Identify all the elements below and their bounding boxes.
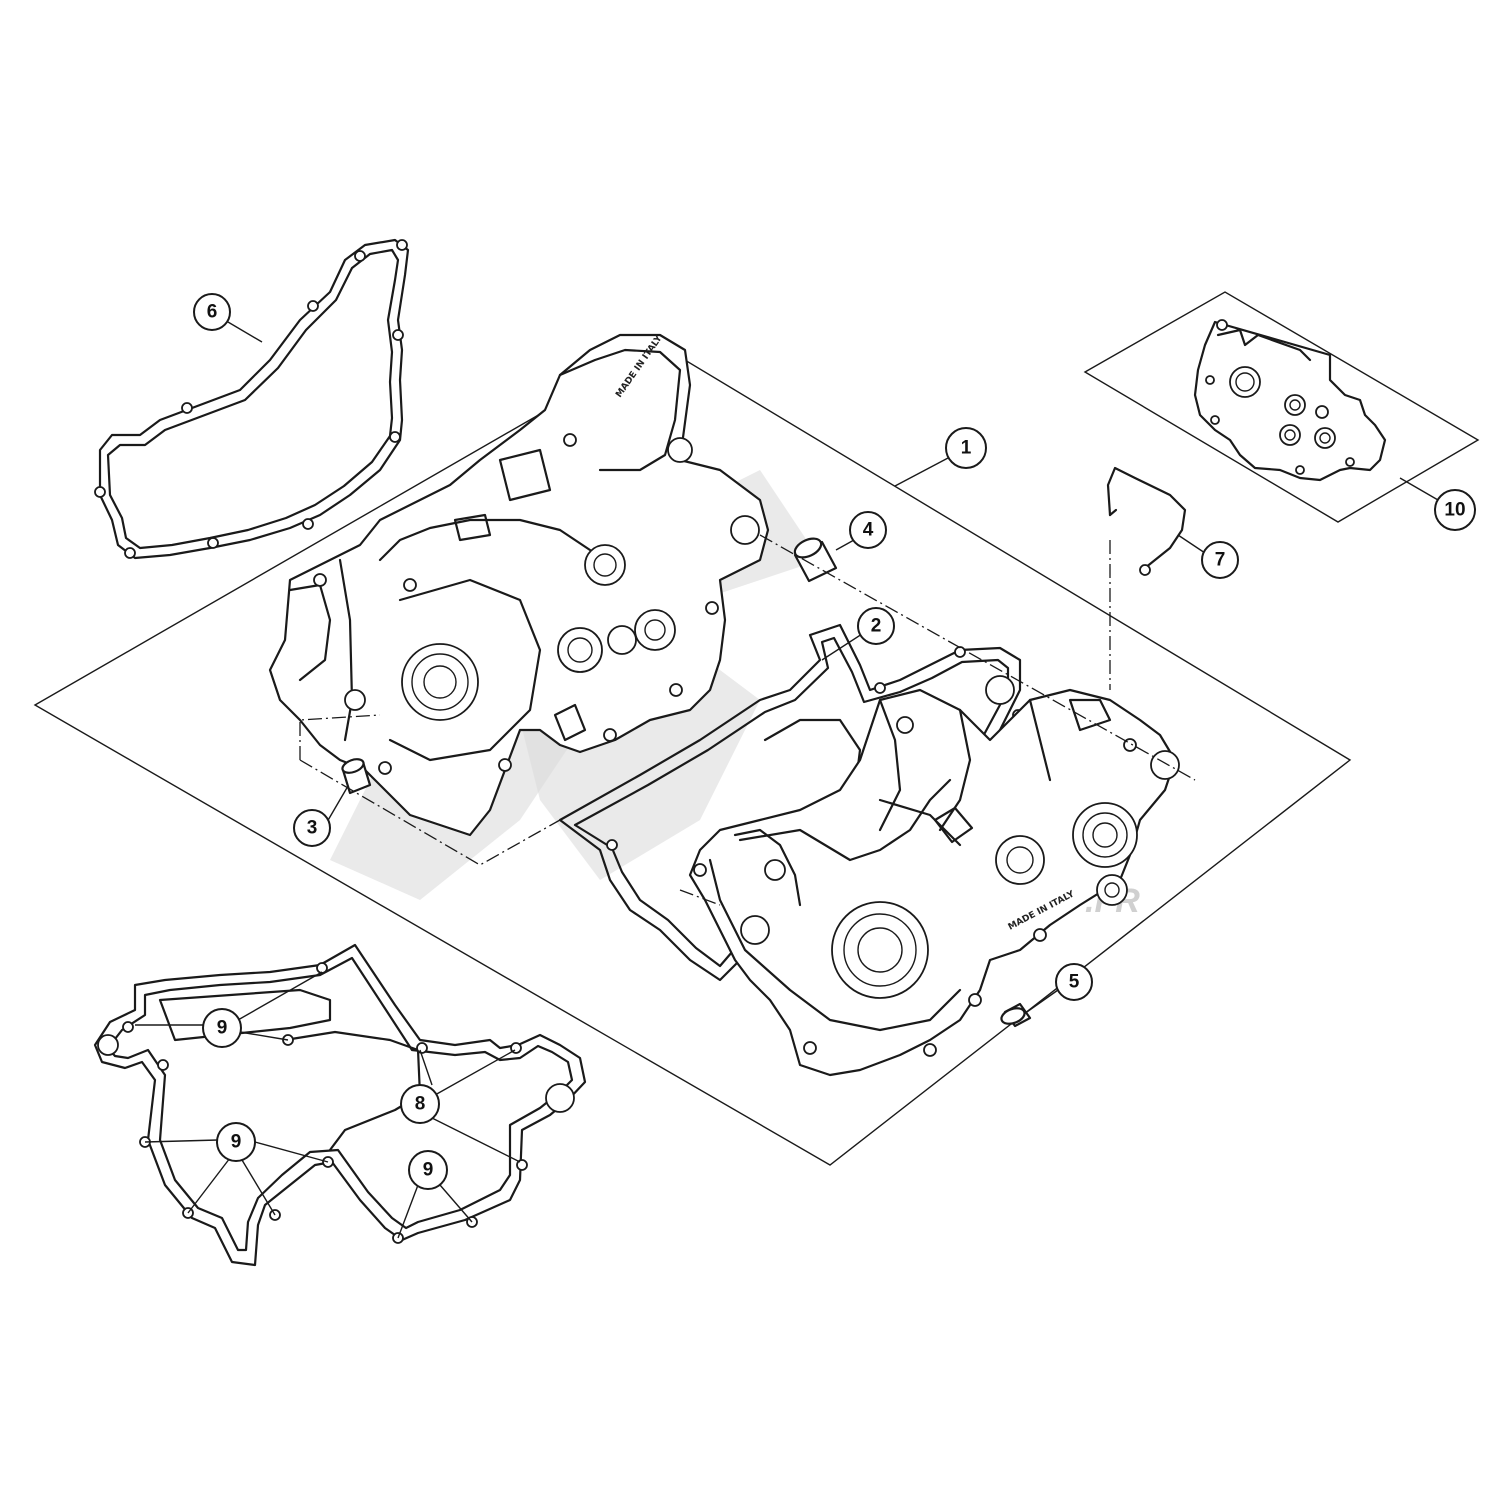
svg-text:2: 2 bbox=[871, 616, 882, 637]
callout-5: 5 bbox=[1055, 963, 1093, 1001]
svg-text:8: 8 bbox=[415, 1094, 426, 1115]
leader-lines bbox=[135, 321, 1439, 1239]
callout-1: 1 bbox=[945, 427, 987, 469]
svg-text:9: 9 bbox=[217, 1018, 228, 1039]
left-crankcase-half: MADE IN ITALY bbox=[268, 334, 770, 837]
svg-text:5: 5 bbox=[1069, 972, 1080, 993]
callout-9-middle: 9 bbox=[216, 1122, 256, 1162]
callout-9-bottom: 9 bbox=[408, 1150, 448, 1190]
callout-6: 6 bbox=[193, 293, 231, 331]
alignment-lines bbox=[299, 534, 1196, 906]
callout-8: 8 bbox=[400, 1084, 440, 1124]
svg-text:9: 9 bbox=[423, 1160, 434, 1181]
svg-text:6: 6 bbox=[207, 302, 218, 323]
plug-5 bbox=[1000, 1002, 1032, 1028]
bush-3 bbox=[341, 758, 372, 795]
svg-text:7: 7 bbox=[1215, 550, 1226, 571]
callout-3: 3 bbox=[293, 809, 331, 847]
svg-text:3: 3 bbox=[307, 818, 318, 839]
callout-10: 10 bbox=[1434, 489, 1476, 531]
callout-4: 4 bbox=[849, 511, 887, 549]
svg-text:9: 9 bbox=[231, 1132, 242, 1153]
wire-clip bbox=[1106, 466, 1187, 576]
callout-7: 7 bbox=[1201, 541, 1239, 579]
svg-text:4: 4 bbox=[863, 520, 874, 541]
svg-text:1: 1 bbox=[961, 438, 972, 459]
callout-9-top: 9 bbox=[202, 1008, 242, 1048]
gasket-kit-sheet bbox=[1083, 291, 1480, 523]
bush-4 bbox=[793, 537, 838, 583]
svg-text:10: 10 bbox=[1444, 500, 1465, 521]
crankcase-gasket bbox=[93, 943, 587, 1267]
crankcase-assembly-plane bbox=[33, 344, 1352, 1166]
callout-2: 2 bbox=[857, 607, 895, 645]
right-crankcase-half: MADE IN ITALY bbox=[688, 688, 1180, 1077]
clutch-cover-gasket bbox=[94, 238, 410, 560]
